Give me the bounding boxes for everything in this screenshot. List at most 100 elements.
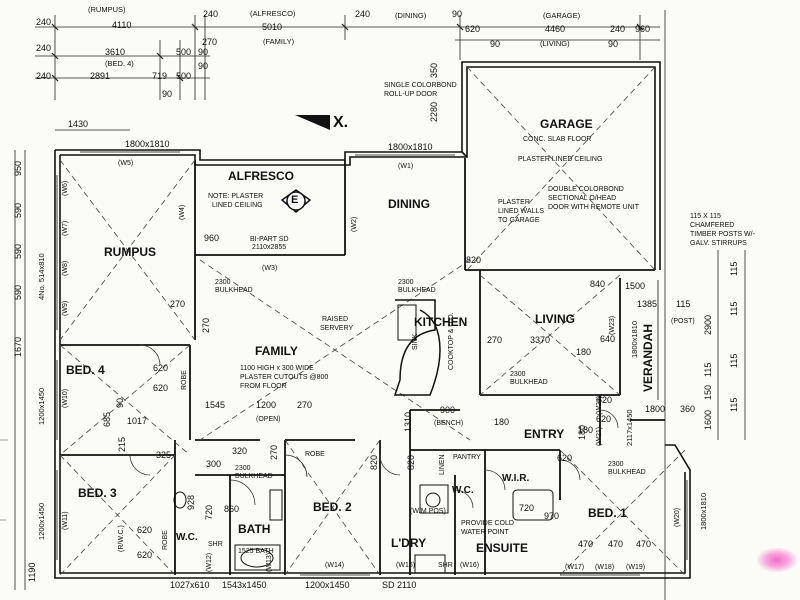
int-dim-1: 820 (466, 255, 482, 265)
window-w16: (W16) (460, 562, 480, 569)
window-w10: (W10) (62, 388, 69, 408)
int-dim-22: 620 (153, 383, 169, 393)
left-dim-7: 1190 (27, 562, 37, 582)
int-dim-2: 270 (170, 299, 186, 309)
highlighter-mark (757, 548, 797, 572)
dim-r4-4: 90 (198, 61, 209, 71)
right-dim-3: 2900 (703, 314, 713, 335)
note-timber-2: CHAMFERED (690, 222, 735, 229)
right-dim-5: 150 (703, 384, 713, 400)
dim-r3-0: 3610 (105, 47, 126, 57)
dim-r4-1: 2891 (90, 71, 111, 81)
note-bulkhead-9: 2300 (608, 461, 624, 468)
note-sink: SINK (412, 333, 419, 350)
dim-top-1430: 1430 (68, 119, 89, 129)
room-living: LIVING (535, 312, 576, 326)
note-wm: (W/M POS) (410, 508, 446, 515)
window-w3: (W3) (262, 265, 278, 272)
note-cold-2: WATER POINT (461, 529, 509, 536)
note-double-door-2: SECTIONAL O/HEAD (548, 195, 617, 202)
room-wir: W.I.R. (502, 473, 530, 484)
int-dim-20: 270 (269, 444, 279, 460)
note-bipart-1: BI-PART SD (250, 236, 289, 243)
room-bed1: BED. 1 (588, 506, 627, 520)
left-dim-0: 950 (13, 160, 23, 176)
window-w7: (W7) (62, 220, 69, 236)
note-raised-1: RAISED (322, 316, 349, 323)
int-dim-7: 270 (487, 335, 503, 345)
window-w2: (W2) (351, 216, 358, 232)
int-dim-17: 325 (156, 450, 172, 460)
note-bulkhead-7: 2300 (235, 465, 251, 472)
note-bulkhead-10: BULKHEAD (608, 469, 646, 476)
note-timber-1: 115 X 115 (690, 213, 721, 220)
left-dim-2: 590 (13, 243, 23, 259)
int-dim-29: 720 (519, 503, 535, 513)
right-dim-15: 1800x1810 (699, 492, 708, 530)
dim-w-1800b: 1800x1810 (388, 142, 433, 152)
dim-r4-3: 500 (176, 71, 192, 81)
room-bed2: BED. 2 (313, 500, 352, 514)
window-w19: (W19) (626, 564, 646, 571)
int-dim-32: 470 (608, 539, 624, 549)
room-garage: GARAGE (540, 117, 593, 131)
int-dim-36: 820 (369, 454, 379, 470)
note-bulkhead-1: 2300 (215, 279, 231, 286)
note-bulkhead-3: 2300 (398, 279, 414, 286)
left-dim-3: 1670 (13, 336, 23, 357)
note-alfresco-2: LINED CEILING (212, 202, 263, 209)
room-linen: LINEN (439, 454, 446, 475)
int-dim-15: 90 (115, 397, 125, 408)
dim-label-bed4: (BED. 4) (105, 59, 134, 68)
int-dim-35: 180 (578, 425, 594, 435)
note-robe-2: ROBE (305, 451, 325, 458)
int-dim-28: 720 (204, 504, 214, 520)
room-bath: BATH (238, 522, 271, 536)
right-dim-9: 1385 (637, 299, 658, 309)
note-bulkhead-8: BULKHEAD (235, 473, 273, 480)
note-shr-1: SHR (208, 541, 223, 548)
right-dim-8: 1500 (625, 281, 646, 291)
int-dim-39: 620 (596, 414, 612, 424)
right-dim-1: 115 (729, 301, 739, 316)
window-w6: (W6) (62, 180, 69, 196)
int-dim-27: 860 (224, 504, 240, 514)
right-dim-4: 115 (703, 362, 713, 377)
dim-r1-4: 240 (355, 9, 371, 19)
room-bed4: BED. 4 (66, 363, 105, 377)
int-dim-34: 180 (494, 417, 510, 427)
right-dim-0: 115 (729, 261, 739, 276)
note-single-door-2: ROLL-UP DOOR (384, 91, 438, 98)
dim-r1-0: 240 (36, 17, 52, 27)
note-bulkhead-2: BULKHEAD (215, 287, 253, 294)
note-bath-1525: 1525 BATH (238, 548, 274, 555)
dim-r2-1: 270 (202, 37, 218, 47)
int-dim-21: 620 (153, 363, 169, 373)
bottom-dim-3: SD 2110 (382, 580, 417, 590)
dim-r4-5: 90 (162, 89, 173, 99)
note-double-door-1: DOUBLE COLORBOND (548, 186, 624, 193)
window-w18: (W18) (595, 564, 615, 571)
window-w4: (W4) (179, 204, 186, 220)
bottom-dim-1: 1543x1450 (222, 580, 267, 590)
dim-label-dining: (DINING) (395, 11, 427, 20)
note-post: (POST) (671, 318, 695, 325)
note-double-door-3: DOOR WITH REMOTE UNIT (548, 204, 639, 211)
right-dim-12: 360 (680, 404, 696, 414)
int-dim-10: 1545 (205, 400, 226, 410)
window-w5: (W5) (118, 160, 134, 167)
dim-r1-8: 960 (635, 24, 651, 34)
dim-label-living: (LIVING) (540, 39, 570, 48)
dim-r2-0: 240 (36, 43, 52, 53)
int-dim-30: 970 (544, 511, 560, 521)
window-w20: (W20) (674, 507, 681, 527)
room-rumpus: RUMPUS (104, 245, 157, 259)
int-dim-33: 470 (636, 539, 652, 549)
int-dim-38: 620 (557, 453, 573, 463)
note-garage-ceiling: PLASTER LINED CEILING (518, 156, 603, 163)
window-w1: (W1) (398, 163, 414, 170)
int-dim-8: 900 (440, 405, 456, 415)
right-dim-6: 115 (729, 397, 739, 412)
bottom-dim-0: 1027x610 (170, 580, 210, 590)
